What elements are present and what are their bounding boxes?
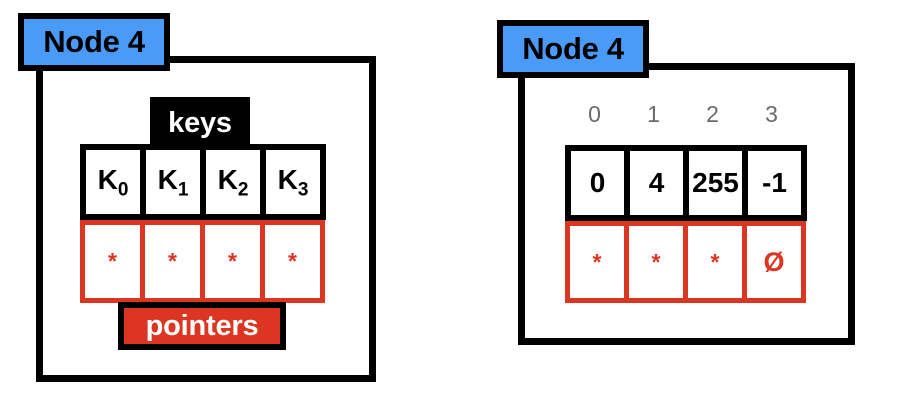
left-key-cell-2-index: 2 bbox=[237, 179, 249, 201]
left-keys-tag-label: keys bbox=[168, 106, 232, 139]
left-pointer-cell-1-label: * bbox=[168, 248, 177, 274]
right-key-cell-2: 255 bbox=[683, 145, 748, 221]
right-key-cell-1: 4 bbox=[624, 145, 689, 221]
left-pointer-cell-1: * bbox=[140, 220, 205, 303]
right-keys-row: 0 4 255 -1 bbox=[565, 145, 807, 221]
left-node-badge-label: Node 4 bbox=[43, 24, 145, 59]
left-key-cell-2: K2 bbox=[200, 144, 266, 220]
left-key-cell-0-base: K bbox=[97, 164, 118, 196]
right-index-label-2-text: 2 bbox=[706, 100, 719, 127]
left-pointers-row: * * * * bbox=[80, 220, 325, 303]
left-pointer-cell-3-label: * bbox=[288, 248, 297, 274]
right-index-label-3: 3 bbox=[742, 98, 801, 130]
left-key-cell-1: K1 bbox=[140, 144, 206, 220]
right-index-ruler: 0 1 2 3 bbox=[565, 98, 801, 130]
right-index-label-0: 0 bbox=[565, 98, 624, 130]
right-key-cell-0-label: 0 bbox=[589, 167, 606, 198]
left-key-cell-1-base: K bbox=[157, 164, 178, 196]
right-pointer-cell-2: * bbox=[683, 221, 747, 303]
left-pointers-tag: pointers bbox=[118, 302, 286, 350]
left-pointer-cell-2-label: * bbox=[228, 248, 237, 274]
left-key-cell-3-label: K3 bbox=[278, 164, 309, 200]
left-key-cell-1-label: K1 bbox=[158, 164, 189, 200]
left-key-cell-2-label: K2 bbox=[218, 164, 249, 200]
right-pointers-row: * * * Ø bbox=[565, 221, 806, 303]
right-key-cell-2-label: 255 bbox=[692, 167, 739, 198]
left-key-cell-3-base: K bbox=[277, 164, 298, 196]
right-index-label-0-text: 0 bbox=[588, 100, 601, 127]
left-pointer-cell-3: * bbox=[260, 220, 325, 303]
right-pointer-cell-0-label: * bbox=[592, 248, 602, 275]
right-key-cell-0: 0 bbox=[565, 145, 630, 221]
left-key-cell-0-label: K0 bbox=[98, 164, 129, 200]
left-keys-row: K0 K1 K2 K3 bbox=[80, 144, 326, 220]
right-pointer-cell-1-label: * bbox=[651, 248, 661, 275]
right-key-cell-3: -1 bbox=[742, 145, 807, 221]
right-key-cell-1-label: 4 bbox=[648, 167, 665, 198]
left-pointer-cell-2: * bbox=[200, 220, 265, 303]
left-key-cell-1-index: 1 bbox=[177, 179, 189, 201]
left-key-cell-2-base: K bbox=[217, 164, 238, 196]
left-key-cell-0-index: 0 bbox=[117, 179, 129, 201]
left-key-cell-3-index: 3 bbox=[297, 179, 309, 201]
left-pointer-cell-0: * bbox=[80, 220, 145, 303]
right-index-label-3-text: 3 bbox=[765, 100, 778, 127]
left-pointer-cell-0-label: * bbox=[108, 248, 117, 274]
null-pointer-icon: Ø bbox=[763, 246, 785, 277]
right-pointer-cell-2-label: * bbox=[710, 248, 720, 275]
right-pointer-cell-3-null: Ø bbox=[742, 221, 806, 303]
left-node-badge: Node 4 bbox=[18, 13, 170, 71]
right-index-label-1: 1 bbox=[624, 98, 683, 130]
right-pointer-cell-0: * bbox=[565, 221, 629, 303]
right-key-cell-3-label: -1 bbox=[762, 167, 787, 198]
left-key-cell-0: K0 bbox=[80, 144, 146, 220]
right-pointer-cell-1: * bbox=[624, 221, 688, 303]
left-key-cell-3: K3 bbox=[260, 144, 326, 220]
right-node-badge: Node 4 bbox=[497, 20, 649, 78]
left-pointers-tag-label: pointers bbox=[145, 309, 259, 342]
right-node-badge-label: Node 4 bbox=[522, 31, 624, 66]
right-index-label-1-text: 1 bbox=[647, 100, 660, 127]
right-index-label-2: 2 bbox=[683, 98, 742, 130]
left-keys-tag: keys bbox=[150, 97, 250, 149]
